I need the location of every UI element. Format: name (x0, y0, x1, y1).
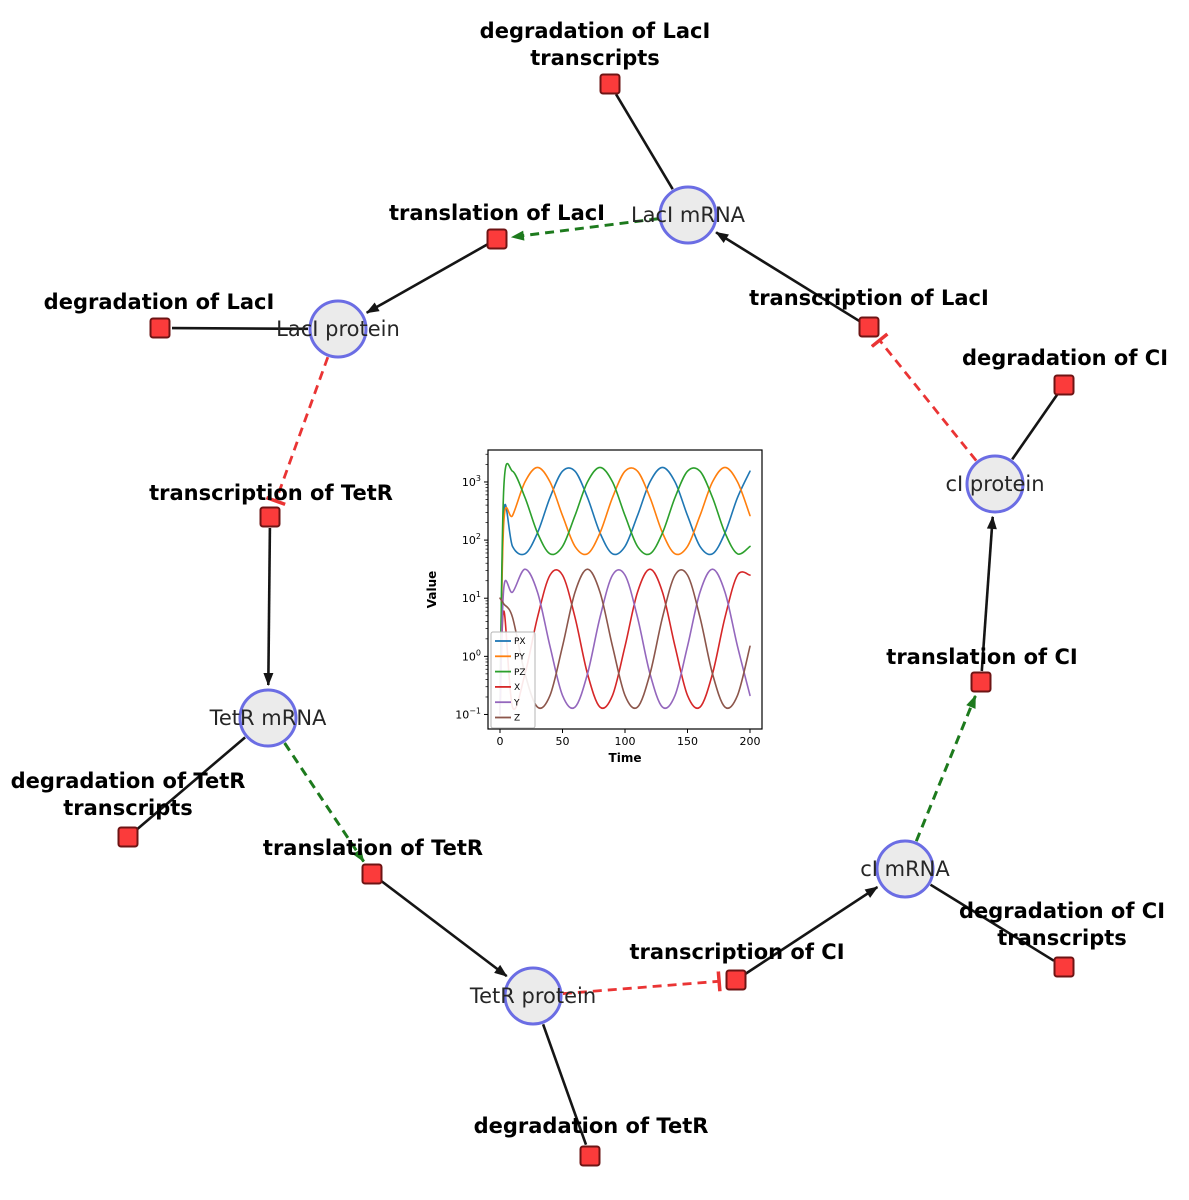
y-tick-label: 101 (462, 590, 481, 605)
reaction-node-deg_laci_tx (599, 73, 621, 95)
legend-label-PY: PY (514, 653, 525, 663)
edge-consumption-ci_mrna-to-deg_ci_tx (929, 883, 1055, 962)
reaction-label-deg_tetr_tx-line2: transcripts (63, 796, 193, 820)
reaction-node-transcription_ci (725, 969, 747, 991)
species-label-tetr_protein: TetR protein (469, 984, 596, 1008)
edge-modifier-tetr_mrna-to-translation_tetr (283, 742, 365, 863)
reaction-label-transcription_laci: transcription of LacI (749, 286, 989, 310)
y-tick-label: 100 (462, 648, 481, 663)
reaction-label-deg_ci_tx-line2: transcripts (997, 926, 1127, 950)
legend-label-Y: Y (513, 698, 520, 708)
x-tick-label: 0 (497, 735, 504, 748)
edge-consumption-laci_mrna-to-deg_laci_tx (614, 93, 674, 190)
x-tick-label: 100 (615, 735, 636, 748)
chart-legend-box (490, 631, 536, 729)
species-label-tetr_mrna: TetR mRNA (209, 706, 327, 730)
reaction-node-deg_tetr_tx (117, 826, 139, 848)
reaction-label-transcription_ci: transcription of CI (629, 940, 844, 964)
reaction-node-translation_tetr (361, 863, 383, 885)
legend-label-PZ: PZ (514, 668, 526, 678)
nodes-layer (117, 73, 1075, 1167)
edge-production-transcription_ci-to-ci_mrna (744, 886, 879, 976)
reaction-node-deg_laci (149, 317, 171, 339)
legend-label-PX: PX (514, 637, 526, 647)
edge-inhibition-laci_protein-to-transcription_tetr (265, 356, 330, 507)
species-label-ci_mrna: cI mRNA (860, 857, 950, 881)
species-node-tetr_protein (503, 966, 563, 1026)
species-node-laci_protein (308, 299, 368, 359)
edge-production-transcription_laci-to-laci_mrna (715, 231, 861, 323)
edge-production-translation_laci-to-laci_protein (365, 243, 489, 314)
species-label-ci_protein: cI protein (945, 472, 1044, 496)
y-tick-label: 102 (462, 532, 481, 547)
species-node-ci_mrna (875, 839, 935, 899)
reaction-node-transcription_tetr (259, 506, 281, 528)
edge-consumption-ci_protein-to-deg_ci (1011, 394, 1059, 461)
reaction-label-translation_tetr: translation of TetR (263, 836, 483, 860)
reaction-label-transcription_tetr: transcription of TetR (149, 481, 393, 505)
edge-inhibition-tetr_protein-to-transcription_ci (562, 971, 722, 995)
reaction-label-deg_tetr: degradation of TetR (474, 1114, 709, 1138)
x-tick-label: 50 (556, 735, 570, 748)
reaction-node-deg_ci (1053, 374, 1075, 396)
reaction-label-translation_ci: translation of CI (886, 645, 1077, 669)
species-node-ci_protein (965, 454, 1025, 514)
chart-xlabel: Time (609, 751, 642, 765)
y-tick-label: 103 (462, 474, 481, 489)
chart-series-PY (499, 466, 751, 716)
edge-modifier-ci_mrna-to-translation_ci (914, 694, 977, 842)
chart-series-PX (499, 466, 751, 716)
edge-production-translation_tetr-to-tetr_protein (380, 879, 508, 978)
edge-production-translation_ci-to-ci_protein (980, 515, 997, 672)
x-tick-label: 150 (677, 735, 698, 748)
species-node-laci_mrna (658, 185, 718, 245)
reaction-node-deg_ci_tx (1053, 956, 1075, 978)
reaction-label-deg_tetr_tx: degradation of TetR (11, 769, 246, 793)
reaction-label-deg_laci: degradation of LacI (44, 290, 275, 314)
chart-series-Y (499, 568, 751, 716)
species-label-laci_mrna: LacI mRNA (631, 203, 746, 227)
edges-layer (136, 93, 1059, 1146)
legend-label-X: X (514, 683, 520, 693)
reaction-node-deg_tetr (579, 1145, 601, 1167)
species-node-tetr_mrna (238, 688, 298, 748)
reaction-label-translation_laci: translation of LacI (389, 201, 605, 225)
edge-consumption-tetr_mrna-to-deg_tetr_tx (136, 736, 246, 831)
chart-series-PZ (499, 462, 751, 716)
edge-modifier-laci_mrna-to-translation_laci (510, 217, 659, 241)
reaction-label-deg_ci_tx: degradation of CI (959, 899, 1165, 923)
x-tick-label: 200 (740, 735, 761, 748)
reaction-node-translation_laci (486, 228, 508, 250)
edge-inhibition-ci_protein-to-transcription_laci (870, 332, 978, 462)
y-tick-label: 10−1 (455, 706, 481, 721)
edge-consumption-laci_protein-to-deg_laci (171, 326, 309, 331)
species-label-laci_protein: LacI protein (276, 317, 400, 341)
legend-label-Z: Z (514, 714, 520, 724)
reaction-label-deg_laci_tx: degradation of LacI (480, 19, 711, 43)
edge-production-transcription_tetr-to-tetr_mrna (263, 527, 274, 686)
reaction-label-deg_ci: degradation of CI (962, 346, 1168, 370)
reaction-node-transcription_laci (858, 316, 880, 338)
edge-consumption-tetr_protein-to-deg_tetr (541, 1023, 588, 1146)
reaction-node-translation_ci (970, 671, 992, 693)
reaction-label-deg_laci_tx-line2: transcripts (530, 46, 660, 70)
chart-ylabel: Value (425, 571, 439, 609)
